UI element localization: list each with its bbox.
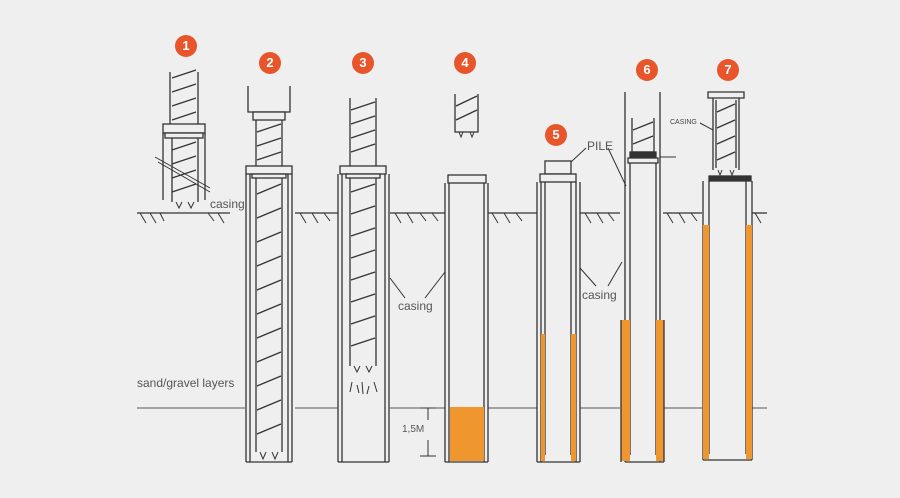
step-badge-6: 6 bbox=[636, 59, 658, 81]
step-5-pile bbox=[536, 147, 627, 463]
step-badge-7: 7 bbox=[717, 59, 739, 81]
depth-label: 1,5M bbox=[402, 424, 425, 435]
step-5-concrete-fill-left bbox=[541, 334, 545, 461]
step-badge-5: 5 bbox=[545, 124, 567, 146]
ground-hatching bbox=[139, 212, 762, 224]
step-7-concrete-fill-right bbox=[746, 225, 752, 459]
depth-marker bbox=[420, 407, 436, 457]
casing-label-3: casing bbox=[398, 299, 433, 313]
step-2-drilling bbox=[245, 86, 293, 463]
step-4-concrete-fill bbox=[450, 407, 484, 461]
step-5-concrete-fill-right bbox=[571, 334, 576, 461]
step-6-concrete-fill-right bbox=[656, 320, 664, 461]
step-badge-4: 4 bbox=[454, 52, 476, 74]
step-3-withdraw-auger bbox=[337, 98, 446, 463]
step-6-vibrate bbox=[624, 92, 676, 463]
step-7-concrete-fill-left bbox=[703, 225, 709, 459]
step-1-drill bbox=[154, 69, 211, 210]
casing-label-1: casing bbox=[210, 197, 245, 211]
sand-gravel-label: sand/gravel layers bbox=[137, 376, 235, 390]
pile-label: PILE bbox=[587, 139, 614, 153]
step-badge-2: 2 bbox=[259, 52, 281, 74]
step-badge-3: 3 bbox=[352, 52, 374, 74]
step-4-concrete bbox=[444, 94, 489, 463]
step-6-concrete-fill-left bbox=[621, 320, 630, 461]
casing-label-5: casing bbox=[582, 288, 617, 302]
step-badge-1: 1 bbox=[175, 35, 197, 57]
casing-caps-label: CASING bbox=[670, 119, 697, 126]
